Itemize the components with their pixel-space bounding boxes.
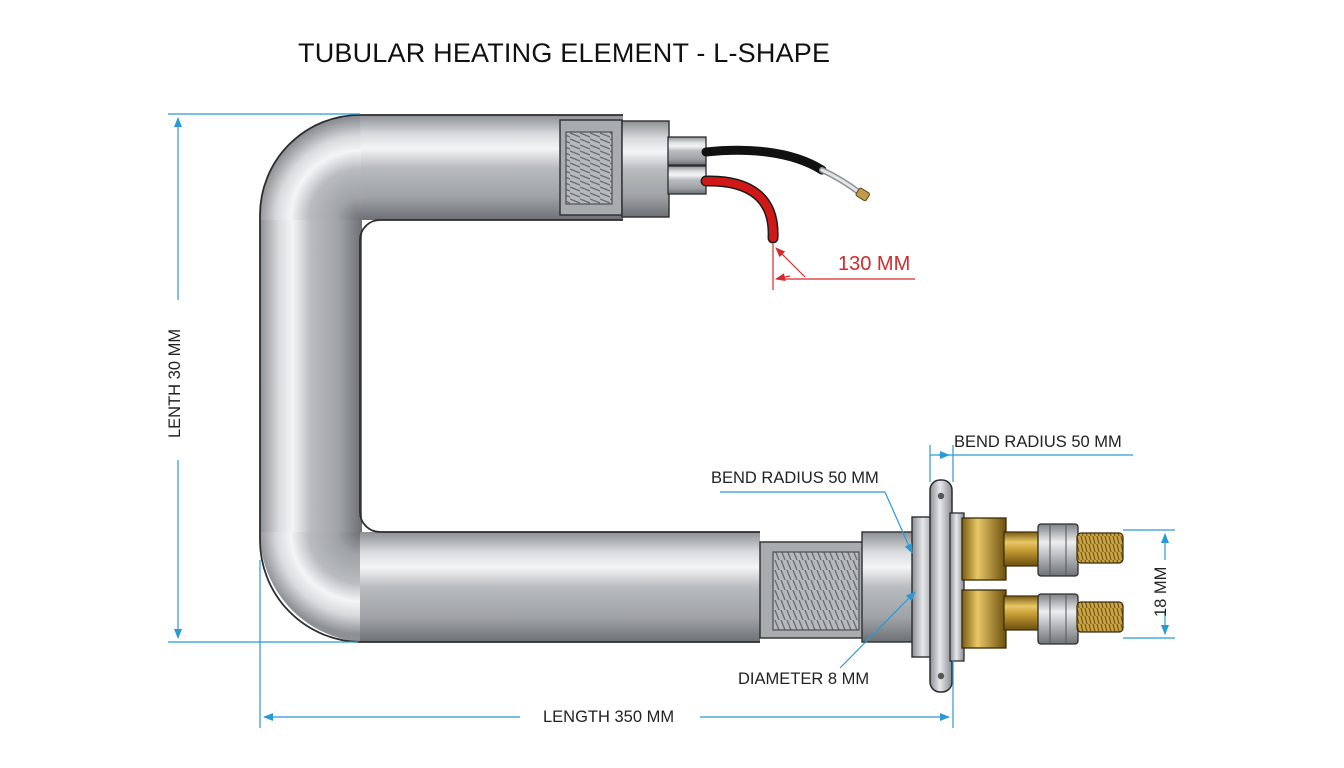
lower-terminal-stud	[961, 589, 1124, 649]
mounting-flange	[929, 479, 953, 693]
diameter-label: DIAMETER 8 MM	[738, 670, 870, 688]
diagram-title: TUBULAR HEATING ELEMENT - L-SHAPE	[298, 38, 831, 68]
bottom-end-fitting	[759, 479, 1124, 693]
bottom-tube-section	[358, 532, 760, 642]
overall-length-label: LENGTH 350 MM	[537, 709, 681, 726]
lead-length-label: 130 MM	[838, 253, 911, 275]
lead-wires	[700, 145, 870, 244]
top-end-fitting	[559, 119, 707, 218]
upper-terminal-stud	[961, 517, 1124, 581]
bottom-bend	[259, 532, 360, 642]
top-terminal	[667, 136, 707, 166]
black-wire	[701, 145, 827, 175]
lead-length-dimension	[772, 244, 915, 290]
vertical-length-label: LENTH 30 MM	[166, 328, 184, 438]
left-tube-section	[260, 218, 362, 534]
top-bend	[259, 114, 362, 220]
bend-radius-left-label: BEND RADIUS 50 MM	[711, 469, 879, 487]
flange-hole-top	[937, 492, 945, 500]
wire-tip	[855, 187, 870, 202]
bottom-terminal	[667, 165, 707, 195]
bend-radius-right-label: BEND RADIUS 50 MM	[954, 433, 1122, 451]
dimension-lines	[168, 113, 1175, 728]
terminal-spacing-label: 18 MM	[1152, 566, 1170, 617]
flange-hole-bottom	[937, 672, 945, 680]
red-wire	[702, 176, 778, 242]
